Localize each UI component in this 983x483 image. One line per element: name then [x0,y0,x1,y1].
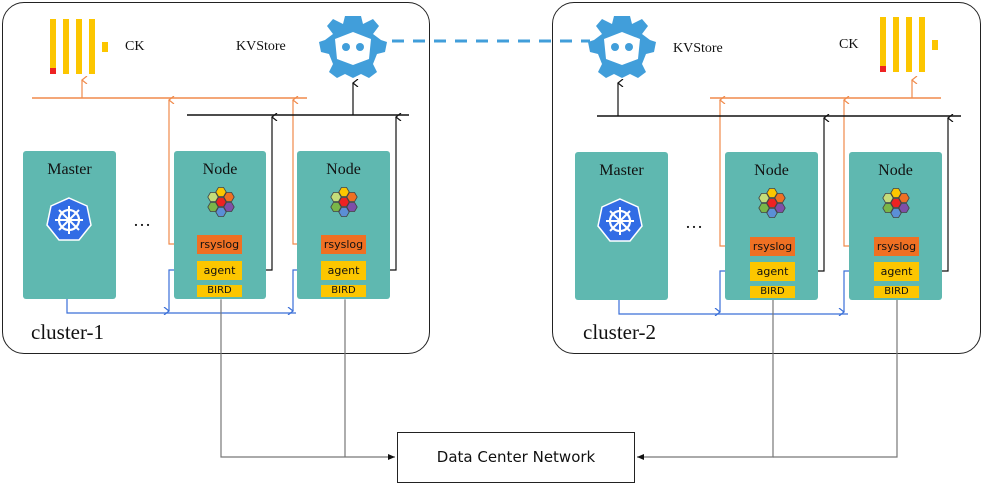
master-box: Master [23,151,116,299]
node-box: Node rsyslog agent BIRD [174,151,266,299]
hexagon-cell [758,193,770,203]
hexagon-cell [338,197,350,207]
master-title: Master [599,162,644,179]
bird-tag: BIRD [874,286,919,298]
clickhouse-icon [880,17,938,72]
ck-label: CK [125,39,145,54]
node-box: Node rsyslog agent BIRD [849,152,942,300]
node-title: Node [878,162,913,179]
hexagon-cell [890,198,902,208]
hexagon-cell [207,202,219,212]
node-box: Node rsyslog agent BIRD [297,151,390,299]
node-box: Node rsyslog agent BIRD [725,152,818,300]
hexagon-cell [223,192,235,202]
rsyslog-tag: rsyslog [197,235,242,254]
kvstore-label: KVStore [673,41,723,56]
hexagon-cell [207,192,219,202]
data-center-network-box: Data Center Network [397,432,635,483]
etcd-icon [319,16,387,78]
hexagon-cell [882,203,894,213]
etcd-icon [588,16,656,78]
hexagon-cell [215,187,227,197]
bird-tag: BIRD [321,285,366,297]
c2-bird2-network [773,293,900,458]
clickhouse-icon [50,19,108,74]
hexagon-cluster-icon [330,187,358,217]
agent-tag: agent [750,262,795,281]
rsyslog-tag: rsyslog [750,237,795,256]
hexagon-cluster-icon [882,188,910,218]
hexagon-cell [774,203,786,213]
master-title: Master [47,161,92,178]
hexagon-cluster-icon [758,188,786,218]
rsyslog-tag: rsyslog [321,235,366,254]
hexagon-cell [766,208,778,218]
hexagon-cell [338,207,350,217]
ellipsis: … [685,212,705,232]
kubernetes-icon [597,198,643,242]
hexagon-cell [890,208,902,218]
cluster-label: cluster-1 [31,320,105,344]
bird-tag: BIRD [750,286,795,298]
rsyslog-tag: rsyslog [874,237,919,256]
hexagon-cell [215,197,227,207]
agent-tag: agent [197,261,242,280]
hexagon-cell [338,187,350,197]
hexagon-cell [882,193,894,203]
hexagon-cell [330,202,342,212]
hexagon-cell [766,198,778,208]
hexagon-cell [215,207,227,217]
hexagon-cell [898,203,910,213]
hexagon-cell [330,192,342,202]
hexagon-cell [766,188,778,198]
hexagon-cell [346,192,358,202]
hexagon-cell [346,202,358,212]
node-title: Node [202,161,238,178]
master-box: Master [575,152,668,300]
cluster-label: cluster-2 [583,320,657,344]
hexagon-cell [223,202,235,212]
bird-tag: BIRD [197,285,242,297]
node-title: Node [326,161,361,178]
c1-bird1-network [218,293,395,460]
c2-bird-network [637,293,776,460]
ck-label: CK [839,37,859,52]
kvstore-label: KVStore [236,39,286,54]
hexagon-cell [890,188,902,198]
agent-tag: agent [874,262,919,281]
hexagon-cluster-icon [207,187,235,217]
hexagon-cell [758,203,770,213]
hexagon-cell [898,193,910,203]
ellipsis: … [133,210,153,230]
hexagon-cell [774,193,786,203]
node-title: Node [754,162,789,179]
kubernetes-icon [46,197,92,241]
agent-tag: agent [321,261,366,280]
